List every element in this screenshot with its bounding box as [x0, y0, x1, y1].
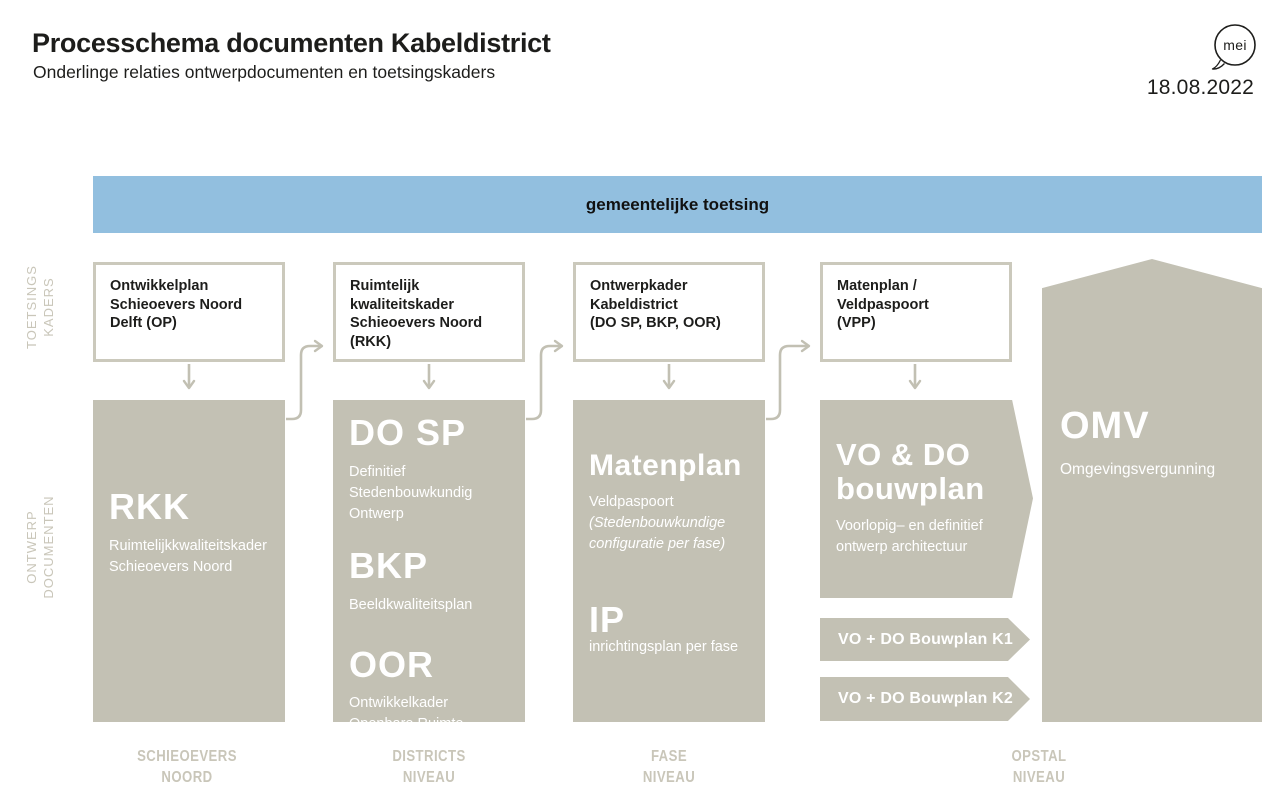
kader-box-matenplan-vpp: Matenplan / Veldpaspoort (VPP) — [820, 262, 1012, 362]
block-matenplan-body-italic: (Stedenbouwkundige configuratie per fase… — [589, 514, 726, 552]
bottom-label-opstal-niveau: OPSTAL NIVEAU — [1011, 748, 1067, 786]
arrow-block-vo-do-bouwplan-k1: VO + DO Bouwplan K1 — [820, 618, 1030, 661]
block-matenplan-heading: Matenplan — [589, 449, 742, 482]
kader-box-ontwerpkader: Ontwerpkader Kabeldistrict (DO SP, BKP, … — [573, 262, 765, 362]
block-oor-heading: OOR — [349, 643, 435, 685]
elbow-rkk-to-kader2 — [286, 339, 324, 421]
block-omv-heading: OMV — [1060, 405, 1150, 447]
banner-gemeentelijke-toetsing: gemeentelijke toetsing — [93, 176, 1262, 233]
kader-box-rkk: Ruimtelijk kwaliteitskader Schieoevers N… — [333, 262, 525, 362]
block-rkk-heading: RKK — [109, 486, 190, 527]
block-ip-body: inrichtingsplan per fase — [589, 639, 739, 656]
bottom-label-fase-niveau: FASE NIVEAU — [642, 748, 696, 786]
block-ip-heading: IP — [589, 598, 626, 640]
block-dosp-body: Definitief Stedenbouwkundig Ontwerp — [349, 463, 473, 522]
block-oor-body: Ontwikkelkader Openbare Ruimte — [349, 695, 464, 733]
block-dosp-heading: DO SP — [349, 412, 467, 453]
arrow-block-vo-do-bouwplan-k2: VO + DO Bouwplan K2 — [820, 677, 1030, 721]
side-label-toetsingskaders: TOETSINGS KADERS — [24, 265, 56, 349]
block-omv: OMV Omgevingsvergunning — [1042, 259, 1262, 722]
block-vo-do-body: Voorlopig– en definitief ontwerp archite… — [836, 518, 983, 556]
block-vo-do-heading: VO & DO bouwplan — [836, 437, 985, 507]
date-label: 18.08.2022 — [1146, 76, 1254, 99]
block-rkk: RKK Ruimtelijkkwaliteitskader Schieoever… — [93, 400, 285, 722]
block-rkk-body: Ruimtelijkkwaliteitskader Schieoevers No… — [109, 537, 267, 575]
kader-box-op: Ontwikkelplan Schieoevers Noord Delft (O… — [93, 262, 285, 362]
block-district: DO SP Definitief Stedenbouwkundig Ontwer… — [333, 400, 525, 732]
elbow-district-to-kader3 — [526, 339, 564, 421]
elbow-fase-to-kader4 — [766, 339, 811, 421]
page-subtitle: Onderlinge relaties ontwerpdocumenten en… — [33, 62, 496, 82]
block-bkp-heading: BKP — [349, 544, 429, 586]
side-label-ontwerpdocumenten: ONTWERP DOCUMENTEN — [24, 495, 56, 599]
bottom-label-schieoevers-noord: SCHIEOEVERS NOORD — [137, 748, 237, 786]
bottom-label-districts-niveau: DISTRICTS NIVEAU — [392, 748, 466, 786]
block-vo-do-bouwplan: VO & DO bouwplan Voorlopig– en definitie… — [820, 400, 1033, 598]
mei-logo: mei — [1210, 23, 1260, 75]
block-bkp-body: Beeldkwaliteitsplan — [349, 596, 473, 613]
page-title: Processchema documenten Kabeldistrict — [32, 28, 551, 58]
block-matenplan-body: Veldpaspoort — [589, 493, 674, 510]
block-omv-body: Omgevingsvergunning — [1060, 460, 1216, 478]
banner-label: gemeentelijke toetsing — [585, 194, 770, 214]
speech-bubble-icon — [1211, 24, 1256, 70]
mei-logo-text: mei — [1223, 37, 1247, 53]
block-fase: Matenplan Veldpaspoort (Stedenbouwkundig… — [573, 400, 765, 722]
